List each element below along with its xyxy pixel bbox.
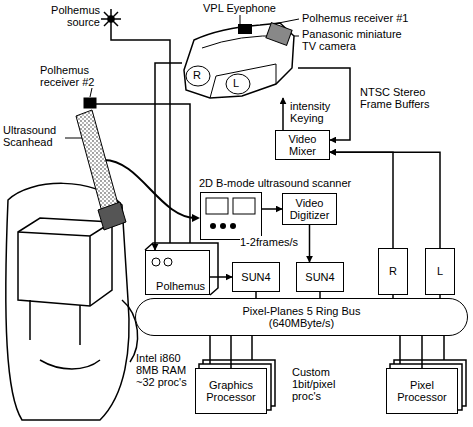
node-label: L (437, 265, 443, 277)
video-mixer: Video Mixer (275, 130, 330, 160)
port (152, 258, 160, 266)
ultrasound-scanhead (76, 98, 126, 230)
arrowhead (192, 214, 200, 222)
frame-buffers-label: NTSC Stereo Frame Buffers (360, 86, 450, 110)
vpl-eyephone: RL (180, 18, 298, 100)
receiver-block (238, 24, 252, 34)
node-label: Video Mixer (280, 133, 325, 157)
screen (233, 198, 255, 214)
node-label: SUN4 (305, 271, 334, 283)
tv-camera (266, 23, 292, 46)
node-label: L (233, 77, 239, 89)
patient-figure (6, 183, 138, 420)
connector (210, 276, 232, 278)
bus-link (210, 336, 444, 364)
processor-note: Intel i860 8MB RAM ~32 proc's (136, 352, 192, 388)
polhemus-unit-top (145, 243, 218, 295)
knob (230, 223, 236, 229)
ring-bus: Pixel-Planes 5 Ring Bus (640MByte/s) (135, 298, 468, 336)
node-label: R (389, 265, 397, 277)
eyephone-body (184, 23, 294, 98)
device-heading: 2D B-mode ultrasound scanner (199, 177, 351, 189)
node-label: Pixel-Planes 5 Ring Bus (640MByte/s) (232, 305, 372, 329)
port (164, 258, 172, 266)
node-label: SUN4 (241, 271, 270, 283)
polhemus-ports (150, 255, 180, 269)
knob (210, 223, 216, 229)
receiver-label: Polhemus receiver #2 (40, 64, 110, 88)
node-label: Video Digitizer (287, 197, 332, 221)
pixel-processor: Pixel Processor (386, 368, 458, 414)
eye-lens (186, 66, 210, 86)
node-label: Pixel Processor (391, 379, 453, 403)
processor-note: Custom 1bit/pixel proc's (292, 366, 352, 402)
connector (421, 336, 423, 368)
connector (330, 152, 393, 248)
connector (155, 63, 182, 250)
keying-label: intensity Keying (290, 100, 342, 124)
workstation-box: SUN4 (232, 262, 280, 292)
workstation-box: SUN4 (296, 262, 344, 292)
source-label: Polhemus source (46, 4, 100, 28)
scanhead-label: Ultrasound Scanhead (3, 124, 65, 148)
frame-buffer: R (378, 248, 408, 295)
connector (262, 208, 282, 210)
knob (220, 223, 226, 229)
screen (206, 198, 228, 214)
polhemus-source-icon (101, 9, 121, 29)
node-label: Graphics Processor (200, 379, 262, 403)
eyephone-label: VPL Eyephone (203, 2, 293, 14)
rate-label: 1-2frames/s (240, 236, 298, 248)
connector (330, 152, 440, 248)
eyephone-strap (202, 36, 284, 98)
ultrasound-scanner: 2D B-mode ultrasound scanner (200, 192, 262, 240)
scanner-panel (201, 193, 260, 238)
graphics-processor: Graphics Processor (195, 368, 267, 414)
video-digitizer: Video Digitizer (282, 193, 337, 225)
eye-lens (226, 74, 250, 94)
connector (230, 336, 232, 368)
node-label: Polhemus (156, 280, 205, 292)
frame-buffer: L (425, 248, 455, 295)
connector (309, 225, 311, 262)
connector (282, 98, 284, 130)
node-label: R (193, 69, 201, 81)
receiver-label: Polhemus receiver #1 (302, 12, 452, 24)
camera-label: Panasonic miniature TV camera (302, 28, 410, 52)
polhemus-unit: Polhemus (145, 250, 210, 295)
